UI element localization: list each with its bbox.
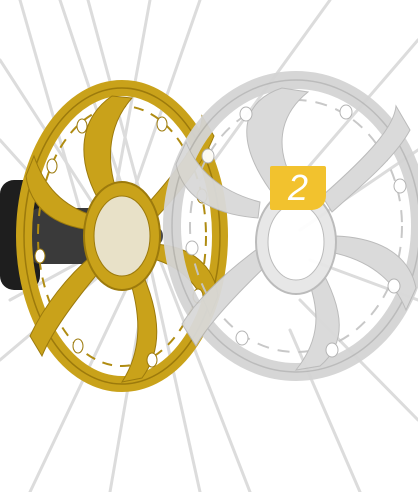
- ghost-rotor-icon: [172, 80, 418, 372]
- step-number: 2: [288, 170, 308, 206]
- step-number-badge: 2: [270, 166, 326, 210]
